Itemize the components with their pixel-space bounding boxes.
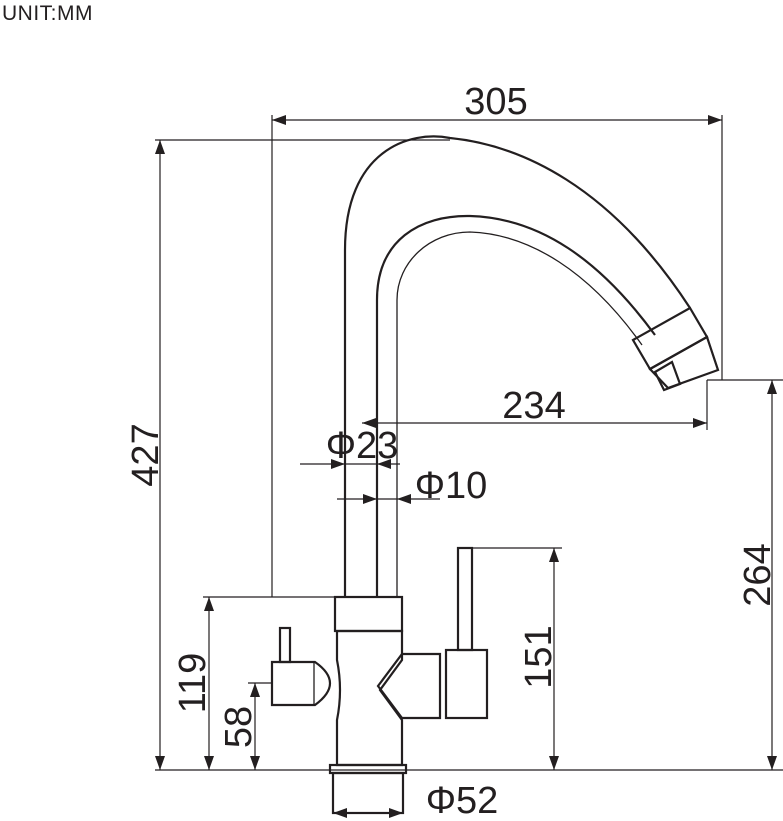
spout-outer-curve — [343, 135, 691, 597]
dim-label-reach: 234 — [502, 385, 565, 427]
base-ring — [328, 763, 408, 775]
side-handle-knob — [278, 626, 292, 664]
side-handle-left — [270, 660, 332, 707]
dim-label-lever-height: 151 — [518, 625, 560, 688]
base-shank — [331, 771, 405, 815]
dim-label-width: 305 — [464, 81, 527, 123]
spout-nozzle — [653, 360, 682, 392]
lever-stem — [456, 546, 474, 652]
dimension-lines — [155, 115, 783, 818]
unit-label: UNIT:MM — [2, 2, 93, 25]
dim-label-outlet-height: 264 — [737, 543, 779, 606]
right-connector — [376, 652, 442, 720]
spout-head — [631, 306, 709, 371]
dim-label-tube-diameter: Φ10 — [415, 465, 488, 507]
dim-label-handle-height: 58 — [218, 706, 260, 748]
dim-label-base-diameter: Φ52 — [426, 780, 499, 821]
dim-label-body-height: 119 — [172, 653, 214, 714]
faucet-outline — [270, 135, 720, 815]
spout-inner-tube-curve — [396, 231, 643, 420]
lever-base — [444, 648, 489, 720]
spout-aerator — [648, 335, 720, 390]
dim-label-height: 427 — [125, 423, 167, 486]
body-main — [335, 629, 404, 767]
body-top — [333, 595, 404, 633]
spout-inner-curve — [375, 214, 656, 597]
dim-label-spout-diameter: Φ23 — [326, 425, 399, 467]
